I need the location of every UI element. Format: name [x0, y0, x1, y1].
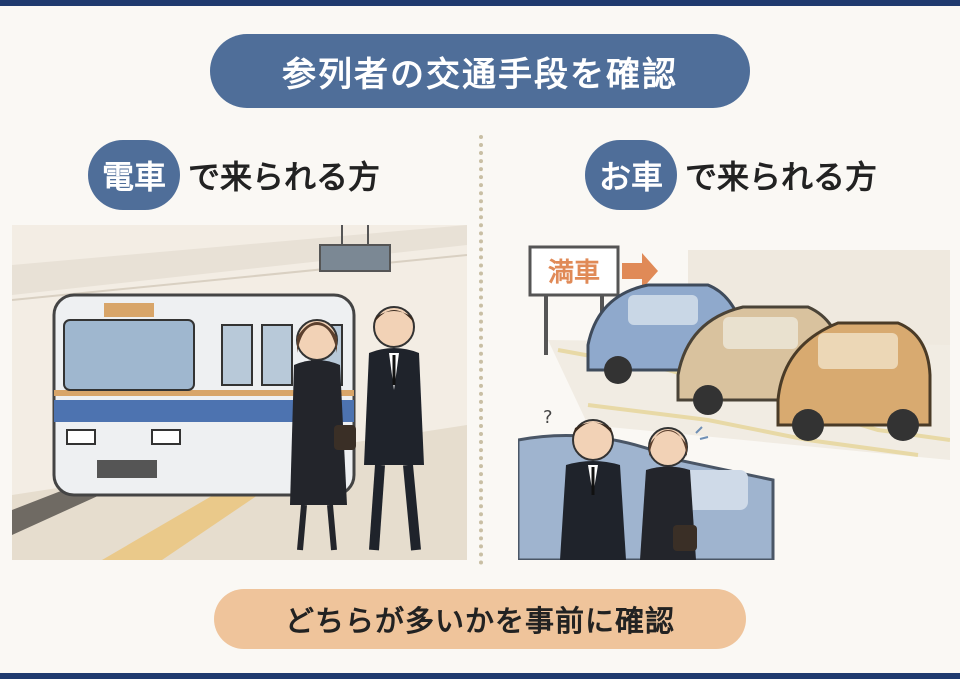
bottom-border-bar	[0, 673, 960, 679]
car-badge: お車	[585, 140, 677, 210]
train-badge: 電車	[88, 140, 180, 210]
footer-note: どちらが多いかを事前に確認	[214, 589, 746, 649]
svg-text:?: ?	[543, 407, 553, 428]
train-heading-text: で来られる方	[188, 158, 381, 196]
top-border-bar	[0, 0, 960, 6]
full-parking-sign-text: 満車	[548, 258, 600, 288]
section-divider	[479, 135, 483, 565]
parking-lot-illustration: 満車 ?	[518, 225, 950, 560]
train-station-illustration	[12, 225, 467, 560]
car-heading-text: で来られる方	[685, 158, 878, 196]
page-title: 参列者の交通手段を確認	[210, 34, 750, 108]
train-heading: 電車 で来られる方	[88, 140, 380, 210]
car-heading: お車 で来られる方	[585, 140, 877, 210]
